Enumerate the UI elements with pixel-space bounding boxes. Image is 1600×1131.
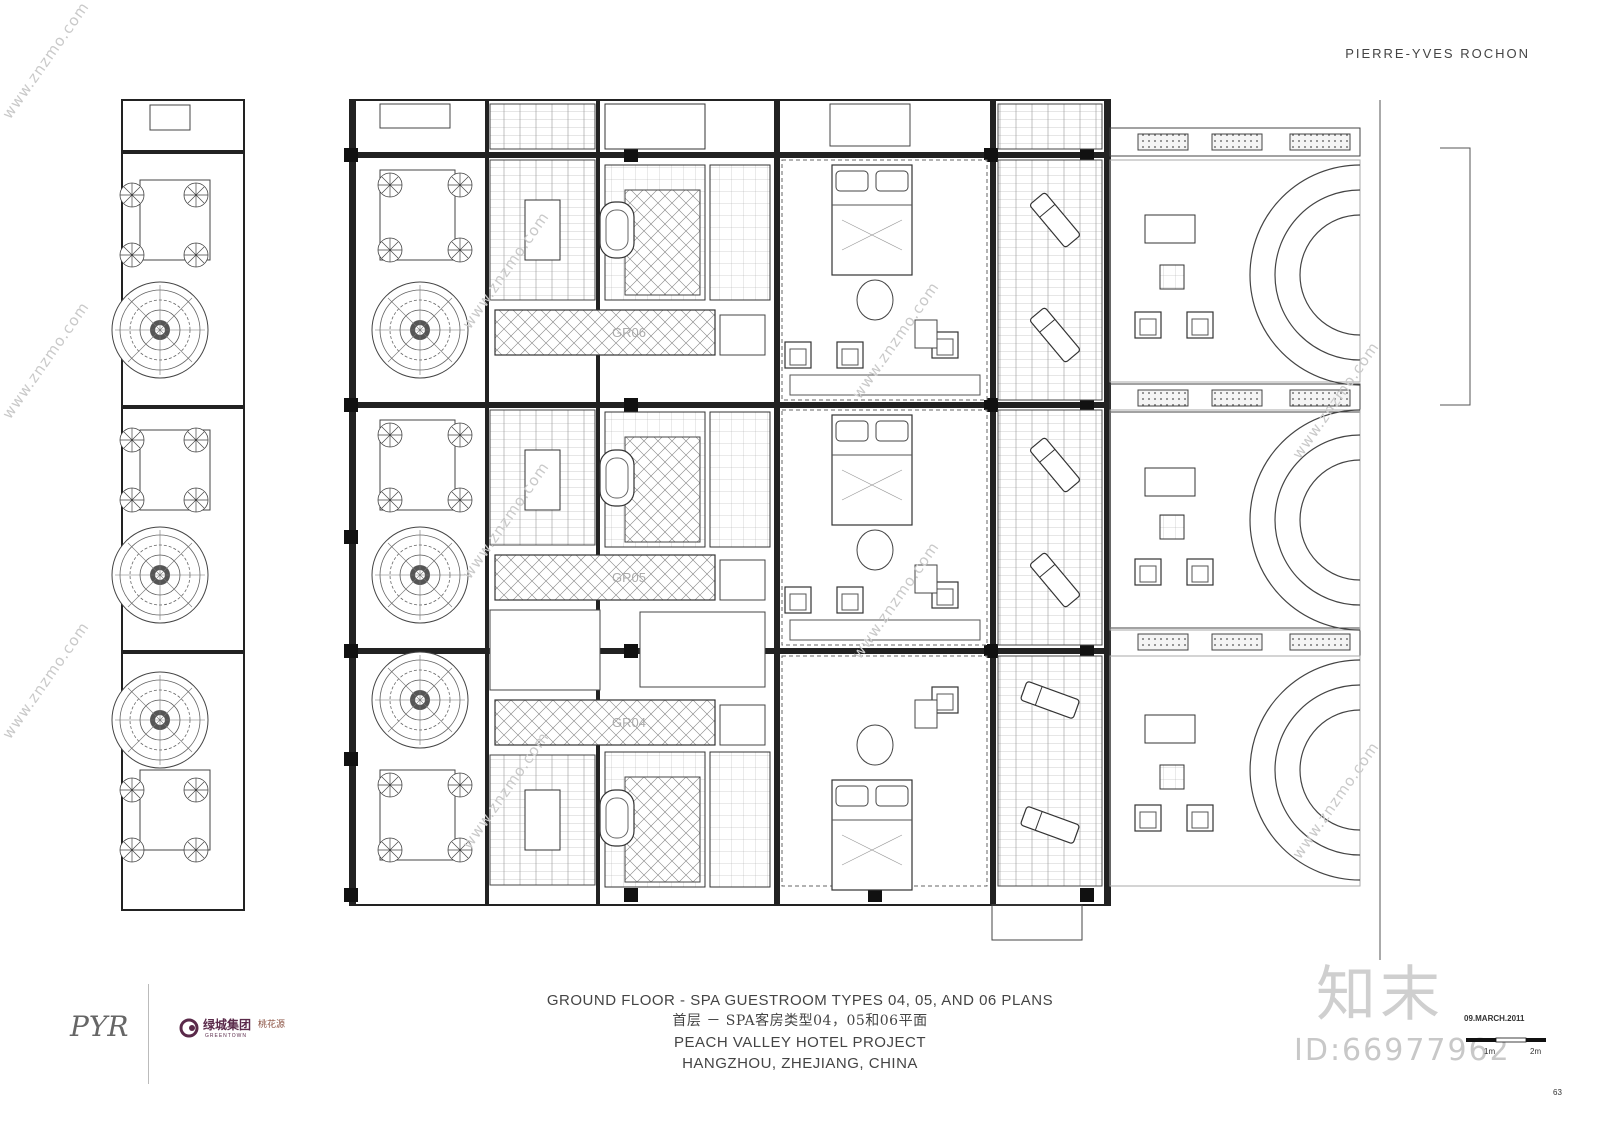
svg-text:www.znzmo.com: www.znzmo.com bbox=[1289, 738, 1383, 862]
left-villa-column bbox=[111, 99, 245, 911]
page-number: 63 bbox=[1553, 1088, 1562, 1097]
title-line-english: GROUND FLOOR - SPA GUESTROOM TYPES 04, 0… bbox=[546, 992, 1054, 1009]
drawing-date: 09.MARCH.2011 bbox=[1464, 1014, 1525, 1023]
room-label-gr05: GR05 bbox=[612, 570, 646, 585]
scale-label-1m: 1m bbox=[1484, 1047, 1495, 1056]
room-label-gr04: GR04 bbox=[612, 715, 646, 730]
greentown-logo-text: 绿城集团 bbox=[203, 1018, 252, 1032]
garden-terraces bbox=[1109, 100, 1471, 960]
room-label-gr06: GR06 bbox=[612, 325, 646, 340]
svg-text:www.znzmo.com: www.znzmo.com bbox=[0, 618, 93, 742]
greentown-logo-subtext: GREENTOWN bbox=[205, 1033, 247, 1039]
pyr-monogram-logo: PYR bbox=[70, 1010, 129, 1043]
svg-text:www.znzmo.com: www.znzmo.com bbox=[0, 0, 93, 122]
project-name: PEACH VALLEY HOTEL PROJECT bbox=[674, 1034, 926, 1051]
logo-divider bbox=[148, 984, 149, 1084]
peach-valley-logo: 桃花源 bbox=[258, 1019, 286, 1029]
scale-bar: 1m 2m bbox=[1466, 1037, 1546, 1056]
room-labels: GR06 GR05 GR04 bbox=[612, 325, 646, 730]
greentown-logo-icon bbox=[179, 1018, 199, 1038]
title-line-chinese: 首层 － SPA客房类型04，05和06平面 bbox=[672, 1013, 928, 1029]
floor-plan-drawing: GR06 GR05 GR04 www.znzmo.com www.znzmo.c… bbox=[0, 0, 1471, 960]
scale-label-2m: 2m bbox=[1530, 1047, 1541, 1056]
designer-brand: PIERRE-YVES ROCHON bbox=[1345, 46, 1530, 61]
guestroom-block bbox=[344, 99, 1111, 941]
title-block: GROUND FLOOR - SPA GUESTROOM TYPES 04, 0… bbox=[500, 990, 1100, 1074]
svg-text:www.znzmo.com: www.znzmo.com bbox=[0, 298, 93, 422]
zhimo-watermark: 知末 bbox=[1316, 960, 1444, 1030]
project-location: HANGZHOU, ZHEJIANG, CHINA bbox=[682, 1055, 918, 1072]
